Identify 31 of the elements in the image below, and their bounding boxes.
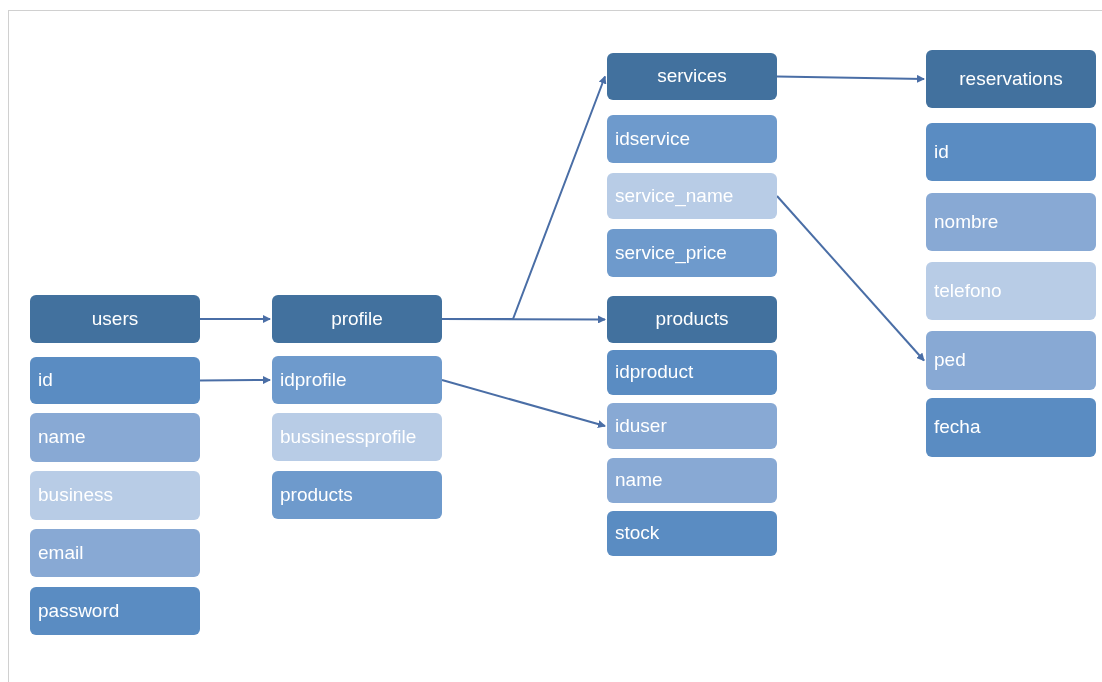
- arrow: [776, 74, 925, 83]
- field-row: password: [30, 587, 200, 635]
- field-row: idservice: [607, 115, 777, 163]
- field-row: fecha: [926, 398, 1096, 457]
- table-header: services: [607, 53, 777, 100]
- arrow: [441, 379, 606, 428]
- field-row: service_name: [607, 173, 777, 219]
- arrow: [776, 195, 925, 362]
- field-row: id: [926, 123, 1096, 181]
- field-row: bussinessprofile: [272, 413, 442, 461]
- arrow: [441, 315, 606, 324]
- arrow: [199, 315, 271, 323]
- field-row: stock: [607, 511, 777, 556]
- field-row: idprofile: [272, 356, 442, 404]
- field-row: service_price: [607, 229, 777, 277]
- field-row: ped: [926, 331, 1096, 390]
- field-row: name: [607, 458, 777, 503]
- field-row: business: [30, 471, 200, 520]
- field-row: id: [30, 357, 200, 404]
- field-row: telefono: [926, 262, 1096, 320]
- field-row: products: [272, 471, 442, 519]
- field-row: iduser: [607, 403, 777, 449]
- table-header: reservations: [926, 50, 1096, 108]
- arrow: [199, 376, 271, 385]
- table-header: products: [607, 296, 777, 343]
- field-row: idproduct: [607, 350, 777, 395]
- table-header: users: [30, 295, 200, 343]
- table-header: profile: [272, 295, 442, 343]
- field-row: nombre: [926, 193, 1096, 251]
- field-row: email: [30, 529, 200, 577]
- field-row: name: [30, 413, 200, 462]
